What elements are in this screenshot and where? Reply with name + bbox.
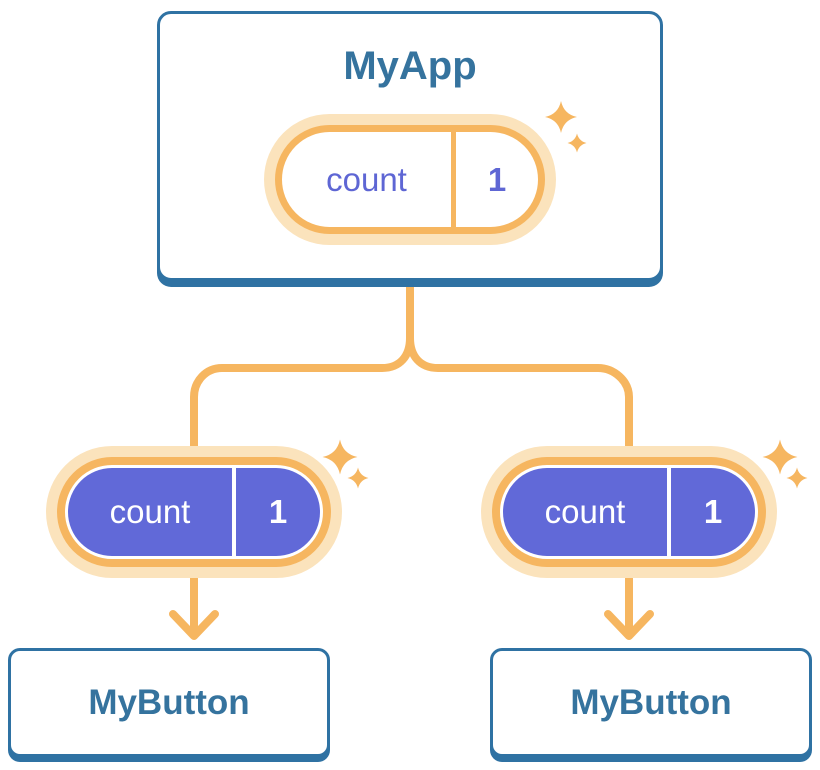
pill-label: count <box>326 160 407 198</box>
pill-label: count <box>109 493 191 530</box>
pill-divider <box>667 468 671 556</box>
prop-pill-ring: count 1 <box>57 457 331 567</box>
prop-pill-capsule: count 1 <box>503 468 755 556</box>
pill-label: count <box>544 493 626 530</box>
arrow-down-icon <box>169 574 219 640</box>
pill-value: 1 <box>703 493 723 530</box>
prop-pill-capsule: count 1 <box>68 468 320 556</box>
arrow-down-icon <box>604 574 654 640</box>
component-title: MyApp <box>343 44 477 88</box>
myapp-card: MyApp count 1 <box>157 11 663 281</box>
prop-pill-ring: count 1 <box>492 457 766 567</box>
sparkle-icon <box>322 439 358 475</box>
pill-divider <box>451 132 456 227</box>
component-title: MyButton <box>88 682 250 722</box>
mybutton-card-right: MyButton <box>490 648 812 757</box>
connector-right-branch <box>406 280 633 456</box>
pill-value: 1 <box>268 493 288 530</box>
sparkle-icon <box>347 467 369 489</box>
connector-left-branch <box>190 280 414 456</box>
prop-pill-right: count 1 <box>481 446 777 578</box>
pill-value: 1 <box>487 160 507 198</box>
mybutton-card-left: MyButton <box>8 648 330 757</box>
pill-divider <box>232 468 236 556</box>
sparkle-icon <box>762 439 798 475</box>
state-pill-ring: count 1 <box>275 125 545 234</box>
component-title: MyButton <box>570 682 732 722</box>
state-pill: count 1 <box>264 114 556 245</box>
prop-pill-left: count 1 <box>46 446 342 578</box>
sparkle-icon <box>786 467 808 489</box>
